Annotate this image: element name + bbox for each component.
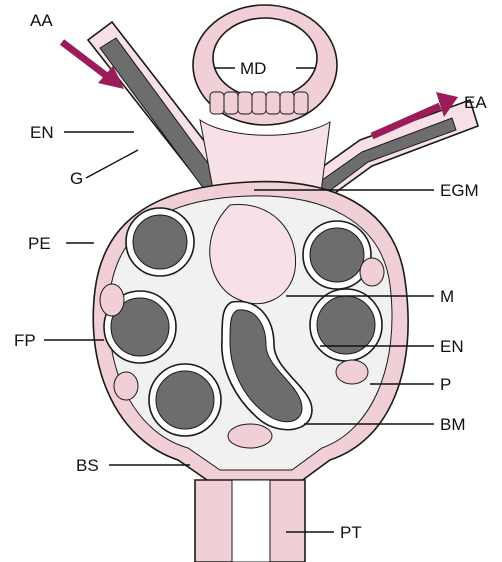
label-pt: PT <box>340 523 362 542</box>
label-fp: FP <box>14 331 36 350</box>
label-en-top: EN <box>30 123 54 142</box>
label-m: M <box>440 287 454 306</box>
macula-densa-cells <box>210 92 308 114</box>
label-md: MD <box>240 59 266 78</box>
label-en-right: EN <box>440 337 464 356</box>
macula-densa-lumen <box>213 18 317 98</box>
label-p: P <box>440 375 451 394</box>
proximal-tubule-lumen <box>232 480 270 562</box>
label-bm: BM <box>440 415 466 434</box>
label-aa: AA <box>30 11 53 30</box>
label-pe: PE <box>28 234 51 253</box>
label-ea: EA <box>464 93 487 112</box>
label-bs: BS <box>76 456 99 475</box>
label-egm: EGM <box>440 181 479 200</box>
label-g: G <box>70 169 83 188</box>
